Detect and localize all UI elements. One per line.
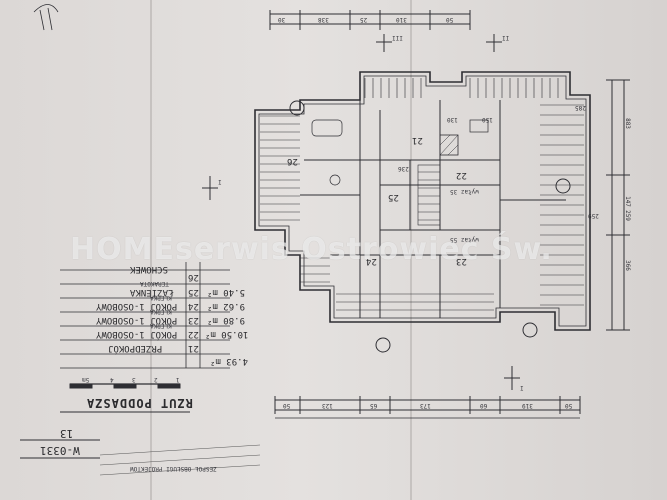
dimension-right: 259 <box>623 210 631 221</box>
section-mark-label: II <box>502 34 510 41</box>
legend-room-number: 23 <box>188 315 199 325</box>
legend-room-area: 10.50 m² <box>205 329 249 339</box>
legend-room-name: POKÓJ 1-OSOBOWY <box>96 329 178 339</box>
legend-room-name: POKÓJ 1-OSOBOWY <box>96 301 178 311</box>
level-mark: 259 <box>588 212 599 219</box>
legend-room-name: POKÓJ 1-OSOBOWY <box>96 315 178 325</box>
legend-room-area: 5.40 m² <box>207 287 245 297</box>
legend-room-area: 4.93 m² <box>210 356 248 366</box>
dimension-top-2: 338 <box>318 16 329 23</box>
paper-fold <box>410 0 412 500</box>
note-hatch: wyłaz 35 <box>450 188 479 195</box>
level-mark: 130 <box>447 116 458 123</box>
scale-label: 1 <box>176 376 180 383</box>
dimension-bottom: 123 <box>322 402 333 409</box>
section-mark-label: I <box>520 384 524 391</box>
legend-room-number: 21 <box>188 343 199 353</box>
legend-room-area: 9.80 m² <box>207 315 245 325</box>
dimension-bottom: 65 <box>370 402 378 409</box>
room-label-21: 21 <box>412 135 423 145</box>
stamp-text: ZESPÓŁ OBSŁUGI PROJEKTÓW <box>130 465 217 472</box>
scale-label: 4 <box>110 376 114 383</box>
plan-title: RZUT PODDASZA <box>86 396 193 410</box>
level-mark: 150 <box>482 116 493 123</box>
legend-room-name: ŁAZIENKA <box>130 287 174 297</box>
legend-room-number: 24 <box>188 301 199 311</box>
dimension-right: 366 <box>623 260 631 271</box>
paper-fold <box>150 0 152 500</box>
legend-room-area: 9.62 m² <box>207 301 245 311</box>
sheet-number: 13 <box>60 427 74 440</box>
scale-label: 5m <box>82 376 90 383</box>
dimension-bottom: 50 <box>565 402 573 409</box>
legend-room-name: PRZEDPOKÓJ <box>108 343 163 353</box>
legend-room-number: 22 <box>188 329 199 339</box>
legend-floor: TERAKOTA <box>140 280 169 287</box>
scale-label: 2 <box>154 376 158 383</box>
dimension-top-4: 310 <box>396 16 407 23</box>
room-label-26: 26 <box>287 156 298 166</box>
section-mark-label: III <box>392 34 403 41</box>
room-label-25: 25 <box>388 192 399 202</box>
dimension-top-3: 25 <box>360 16 368 23</box>
scale-label: 3 <box>132 376 136 383</box>
dimension-right: 147 <box>623 196 631 207</box>
sheet-code: W-0331 <box>40 444 80 457</box>
legend-room-number: 26 <box>188 272 199 282</box>
dimension-bottom: 319 <box>522 402 533 409</box>
dimension-bottom: 50 <box>283 402 291 409</box>
section-mark-label: I <box>218 178 222 185</box>
room-label-22: 22 <box>456 170 467 180</box>
dimension-right: 883 <box>623 118 631 129</box>
dimension-bottom: 60 <box>480 402 488 409</box>
level-mark: 236 <box>398 165 409 172</box>
level-mark: 285 <box>575 104 586 111</box>
watermark: HOMEserwis Ostrowiec Św. <box>70 232 553 267</box>
dimension-bottom: 173 <box>420 402 431 409</box>
dimension-top-5: 50 <box>446 16 454 23</box>
dimension-top-1: 30 <box>278 16 286 23</box>
legend-room-number: 25 <box>188 287 199 297</box>
